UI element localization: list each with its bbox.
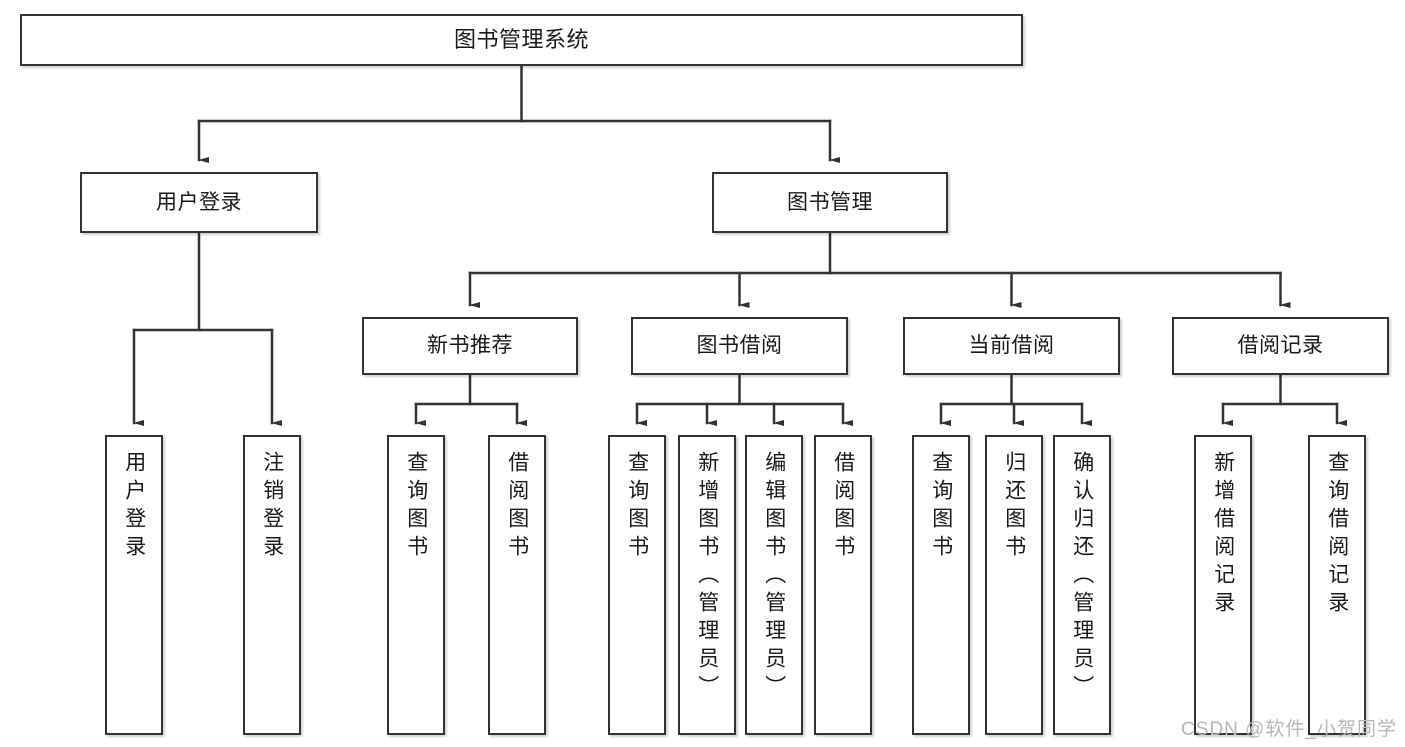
node-leaf-query-book-current[interactable]: 查询图书: [912, 435, 970, 735]
node-label: 用户登录: [156, 190, 242, 214]
node-label: 用户登录: [122, 451, 146, 563]
node-label: 新增借阅记录: [1211, 451, 1235, 619]
node-label: 查询借阅记录: [1325, 451, 1349, 619]
node-leaf-borrow-book-rec[interactable]: 借阅图书: [488, 435, 546, 735]
node-leaf-borrow-book[interactable]: 借阅图书: [814, 435, 872, 735]
node-label: 图书管理系统: [453, 26, 589, 52]
node-leaf-confirm-return[interactable]: 确认归还（管理员）: [1053, 435, 1111, 735]
node-label: 借阅图书: [505, 451, 529, 563]
node-leaf-return-book[interactable]: 归还图书: [985, 435, 1043, 735]
node-leaf-query-record[interactable]: 查询借阅记录: [1308, 435, 1366, 735]
node-label: 查询图书: [404, 451, 428, 563]
node-label: 当前借阅: [968, 334, 1055, 358]
node-book-management[interactable]: 图书管理: [712, 172, 948, 233]
node-label: 图书借阅: [696, 334, 783, 358]
node-label: 归还图书: [1002, 451, 1026, 563]
node-label: 确认归还（管理员）: [1070, 451, 1094, 703]
node-leaf-logout[interactable]: 注销登录: [243, 435, 301, 735]
node-label: 编辑图书（管理员）: [762, 451, 786, 703]
node-user-login[interactable]: 用户登录: [80, 172, 318, 233]
node-leaf-add-book[interactable]: 新增图书（管理员）: [678, 435, 736, 735]
node-leaf-query-book-rec[interactable]: 查询图书: [387, 435, 445, 735]
node-leaf-add-record[interactable]: 新增借阅记录: [1194, 435, 1252, 735]
node-root[interactable]: 图书管理系统: [20, 14, 1023, 66]
connector-group: [132, 64, 1347, 426]
node-current-borrow[interactable]: 当前借阅: [903, 317, 1120, 375]
node-label: 借阅记录: [1237, 334, 1324, 358]
node-leaf-user-login[interactable]: 用户登录: [105, 435, 163, 735]
node-borrow-records[interactable]: 借阅记录: [1172, 317, 1389, 375]
node-label: 借阅图书: [831, 451, 855, 563]
node-label: 新增图书（管理员）: [695, 451, 719, 703]
node-leaf-query-book-borrow[interactable]: 查询图书: [608, 435, 666, 735]
node-label: 图书管理: [787, 190, 873, 214]
node-label: 注销登录: [260, 451, 284, 563]
node-leaf-edit-book[interactable]: 编辑图书（管理员）: [745, 435, 803, 735]
node-label: 新书推荐: [427, 334, 513, 358]
node-new-book-recommend[interactable]: 新书推荐: [362, 317, 578, 375]
node-label: 查询图书: [625, 451, 649, 563]
node-label: 查询图书: [929, 451, 953, 563]
node-book-borrow[interactable]: 图书借阅: [631, 317, 848, 375]
